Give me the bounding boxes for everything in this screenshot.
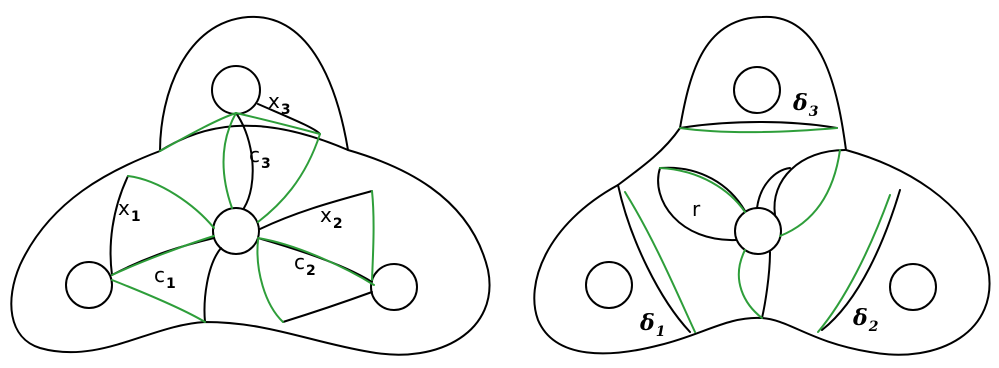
right-arc-hook <box>773 149 846 216</box>
left-green-1 <box>159 112 237 152</box>
right-arc-hook-in <box>756 167 791 209</box>
left-surface: x3 c3 x1 x2 c1 c2 <box>10 15 491 356</box>
right-surface-outline <box>533 15 991 356</box>
right-hole-top <box>733 66 781 114</box>
left-hole-center <box>212 207 260 255</box>
left-arc-x2 <box>259 190 373 230</box>
left-arc-x3 <box>257 103 321 135</box>
left-green-9 <box>257 237 375 286</box>
right-surface: δ3 r δ1 δ2 <box>533 15 991 356</box>
left-green-3 <box>222 112 237 209</box>
left-green-2 <box>235 112 321 135</box>
left-arc-x1 <box>109 175 129 276</box>
right-hole-left <box>585 261 633 309</box>
right-green-delta1 <box>624 191 696 333</box>
left-surface-outline <box>10 15 491 356</box>
left-green-8 <box>256 239 284 323</box>
label-delta3: δ3 <box>792 90 819 120</box>
right-arc-delta1 <box>617 184 691 333</box>
left-hole-left <box>65 261 113 309</box>
right-arc-delta3 <box>679 121 838 129</box>
left-hole-right <box>370 263 418 311</box>
left-hole-top <box>211 65 261 115</box>
label-r: r <box>692 197 701 221</box>
right-green-delta2 <box>817 194 891 333</box>
right-arc-r-top <box>659 166 746 212</box>
label-x3: x3 <box>268 89 291 118</box>
left-green-4 <box>257 133 321 223</box>
label-c1: c1 <box>154 263 176 292</box>
label-delta2: δ2 <box>852 305 879 335</box>
right-green-hook <box>779 149 841 237</box>
right-green-delta3 <box>679 127 838 134</box>
right-hole-right <box>889 263 937 311</box>
label-delta1: δ1 <box>639 310 665 340</box>
left-arc-c3 <box>235 112 254 209</box>
right-arc-bottom <box>761 251 771 319</box>
label-x1: x1 <box>118 196 141 225</box>
right-green-bottom <box>737 249 763 319</box>
left-green-6 <box>111 235 215 276</box>
left-green-10 <box>371 190 375 281</box>
right-arc-r <box>657 167 737 242</box>
left-arc-lower <box>282 291 373 323</box>
right-arc-delta2 <box>821 189 901 331</box>
left-arc-center-down <box>203 247 222 323</box>
left-green-5 <box>127 175 215 229</box>
label-x2: x2 <box>320 203 343 232</box>
left-green-7 <box>111 279 206 323</box>
label-c3: c3 <box>249 143 271 172</box>
right-green-r <box>659 167 746 213</box>
label-c2: c2 <box>294 250 316 279</box>
